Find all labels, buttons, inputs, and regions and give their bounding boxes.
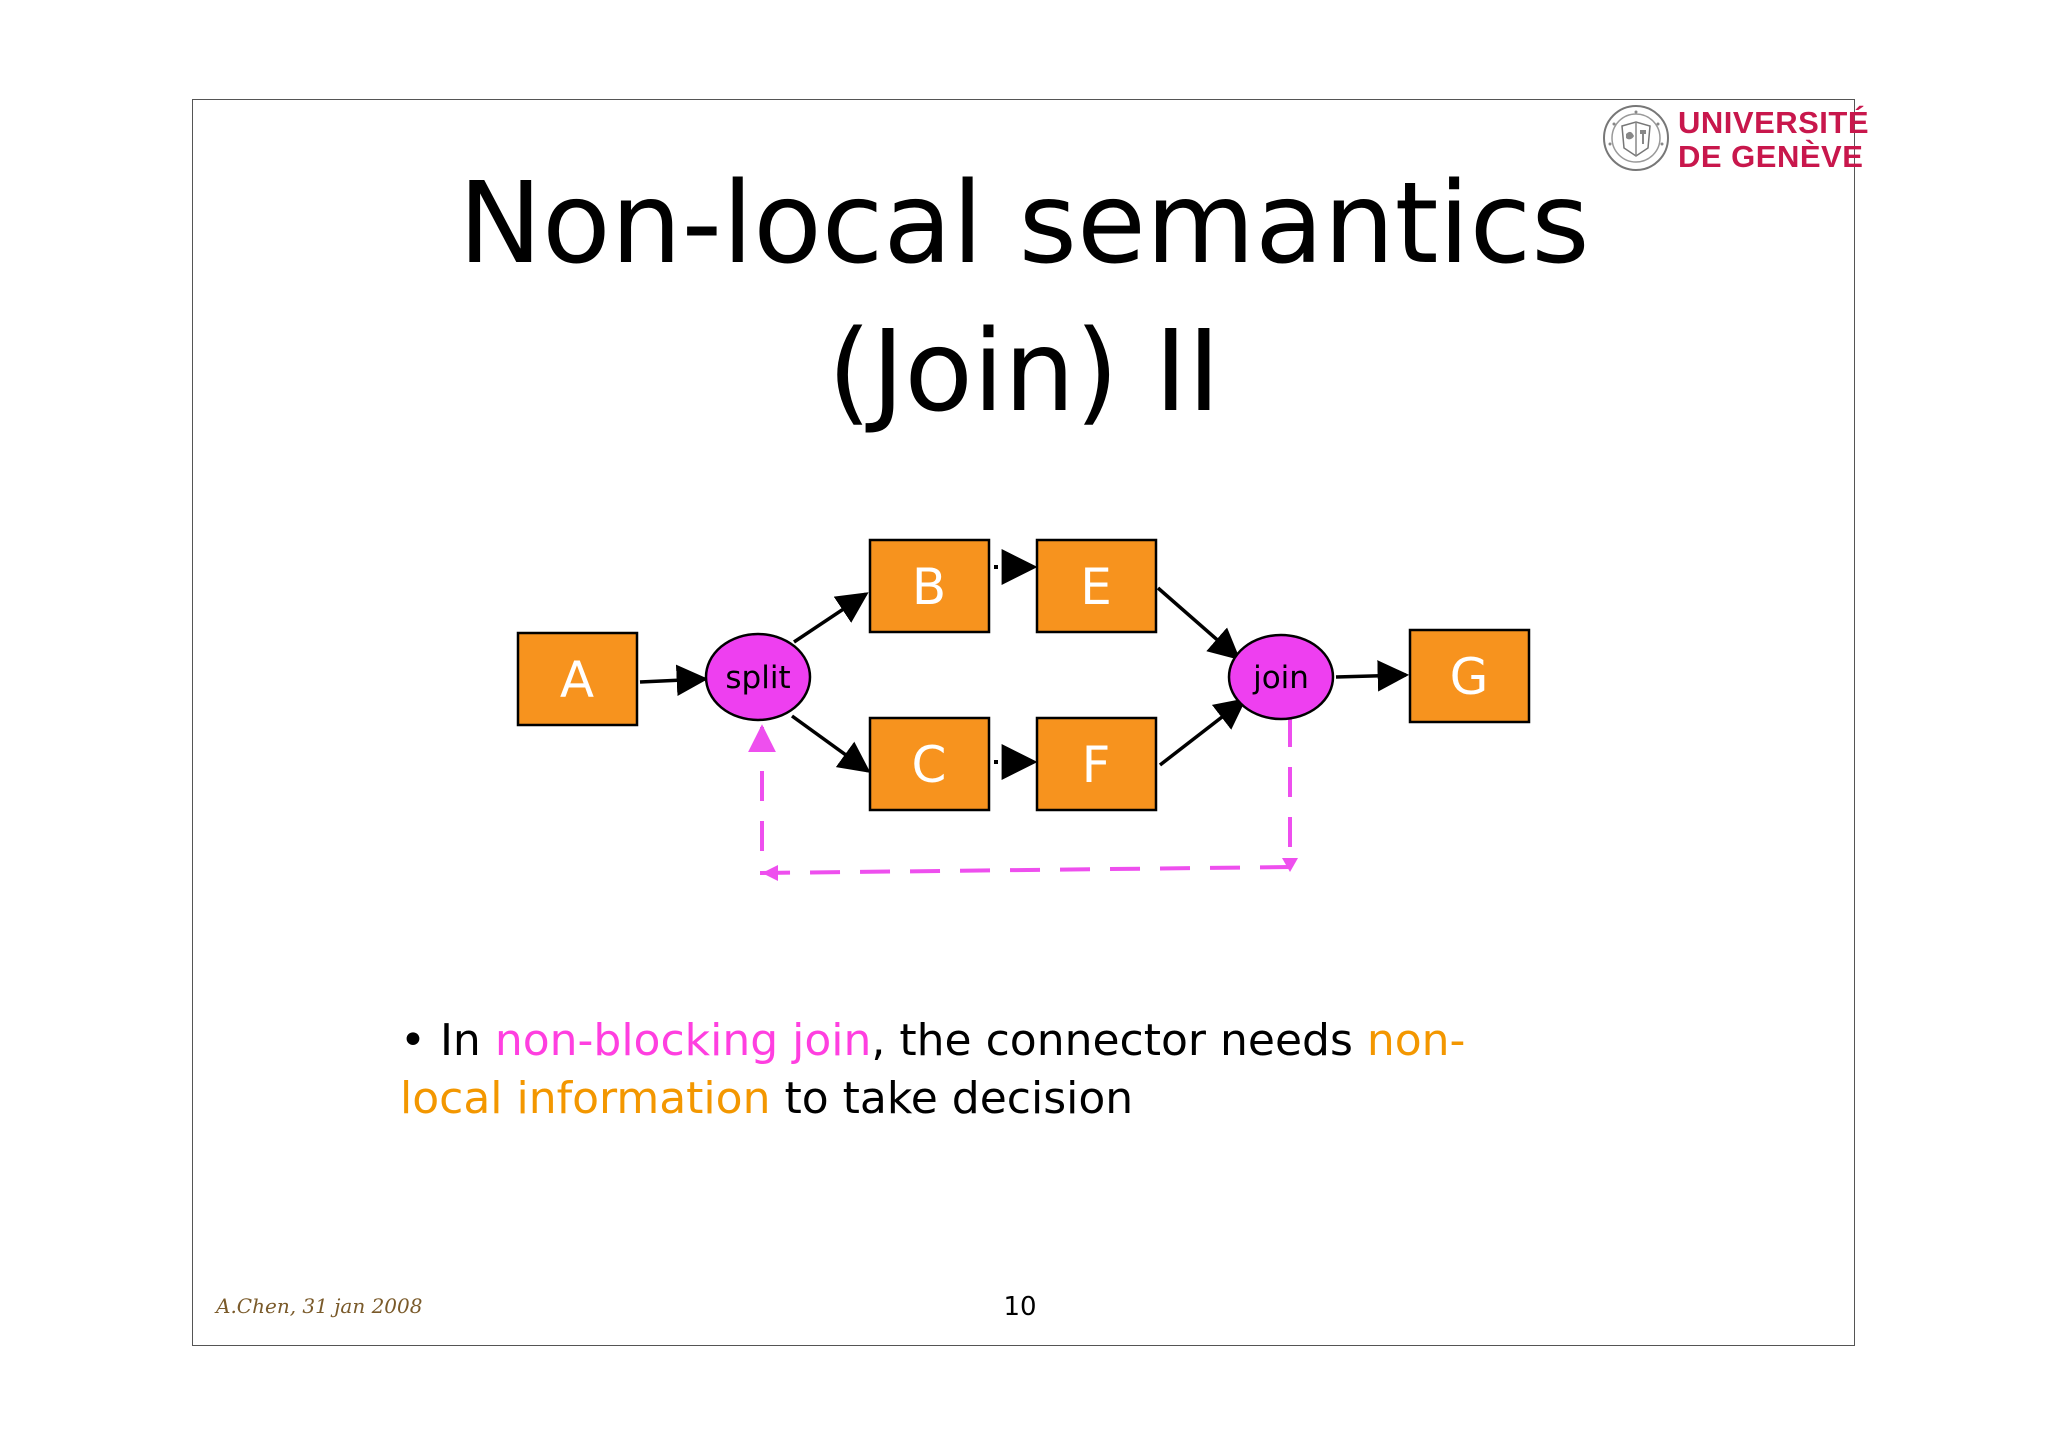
join-connector: join	[1227, 633, 1335, 721]
feedback-edge-arrowhead-left	[762, 865, 778, 881]
join-connector-label: join	[1252, 660, 1309, 696]
edge-join-to-g	[1335, 660, 1410, 692]
bullet-point: • In non-blocking join, the connector ne…	[400, 1012, 1560, 1128]
bullet-text-part1: In	[439, 1015, 495, 1066]
task-node-f: F	[1035, 716, 1158, 812]
page-number: 10	[1003, 1292, 1037, 1322]
footer-author-date: A.Chen, 31 jan 2008	[216, 1294, 423, 1318]
task-node-e: E	[1035, 538, 1158, 634]
edge-split-to-c	[790, 714, 871, 773]
bullet-marker: •	[400, 1015, 426, 1066]
edge-e-to-join	[1156, 586, 1241, 661]
university-seal-icon	[1603, 105, 1669, 171]
feedback-edge-join-to-split	[748, 717, 1292, 876]
slide-title: Non-local semantics (Join) II	[300, 150, 1748, 446]
task-node-b: B	[868, 538, 991, 634]
task-node-a: A	[516, 631, 639, 727]
slide-title-line1: Non-local semantics	[458, 159, 1590, 289]
task-node-e-label: E	[1080, 558, 1112, 616]
task-node-c: C	[868, 716, 991, 812]
slide-frame	[192, 99, 1855, 1346]
feedback-edge-arrowhead-down	[1282, 858, 1298, 872]
bullet-highlight-non-blocking-join: non-blocking join	[494, 1015, 872, 1066]
university-name: UNIVERSITÉ DE GENÈVE	[1678, 106, 1869, 174]
task-node-f-label: F	[1082, 736, 1111, 794]
split-connector-label: split	[725, 660, 790, 696]
task-node-g: G	[1408, 628, 1531, 724]
edge-f-to-join	[1158, 698, 1247, 767]
bullet-highlight-non-local-information: non-local information	[400, 1015, 1466, 1124]
split-connector: split	[704, 632, 812, 722]
university-name-line1: UNIVERSITÉ	[1678, 105, 1870, 140]
edge-a-to-split	[639, 664, 709, 697]
bullet-text-part5: to take decision	[770, 1073, 1134, 1124]
university-logo: UNIVERSITÉ DE GENÈVE	[1602, 104, 1869, 174]
edge-split-to-b	[793, 592, 869, 644]
task-node-c-label: C	[912, 736, 947, 794]
task-node-b-label: B	[912, 558, 946, 616]
slide-title-line2: (Join) II	[827, 307, 1221, 437]
task-node-a-label: A	[560, 651, 594, 709]
bullet-text-part3: , the connector needs	[871, 1015, 1367, 1066]
university-name-line2: DE GENÈVE	[1678, 139, 1864, 174]
task-node-g-label: G	[1450, 648, 1489, 706]
